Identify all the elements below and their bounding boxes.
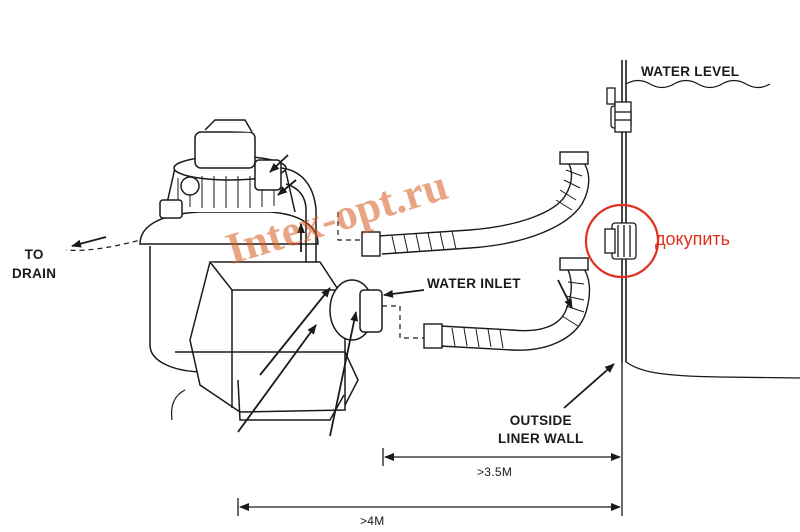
water-surface-line xyxy=(625,79,771,89)
distance-pump-to-wall-label: >3.5M xyxy=(477,465,513,479)
buy-separately-note: докупить xyxy=(655,229,731,249)
to-drain-line-1: TO xyxy=(24,247,44,262)
lower-wall-fitting xyxy=(604,222,637,260)
outside-liner-wall-line-1: OUTSIDE xyxy=(509,413,572,428)
to-drain-label: TO DRAIN xyxy=(12,245,56,283)
water-level-label: WATER LEVEL xyxy=(641,64,740,79)
highlight-circle xyxy=(584,203,660,279)
outside-liner-wall-label: OUTSIDE LINER WALL xyxy=(498,412,584,448)
to-drain-line-2: DRAIN xyxy=(12,266,57,281)
water-inlet-label: WATER INLET xyxy=(427,276,521,291)
flow-arrows xyxy=(71,154,615,437)
distance-filter-to-wall-label: >4M xyxy=(360,514,385,528)
outside-liner-wall-line-2: LINER WALL xyxy=(498,431,584,446)
upper-hose xyxy=(361,151,590,257)
lower-hose xyxy=(423,257,591,351)
upper-wall-fitting xyxy=(606,87,632,133)
liner-wall xyxy=(621,60,800,379)
dimension-lines xyxy=(237,362,623,516)
pump-unit xyxy=(170,261,383,421)
